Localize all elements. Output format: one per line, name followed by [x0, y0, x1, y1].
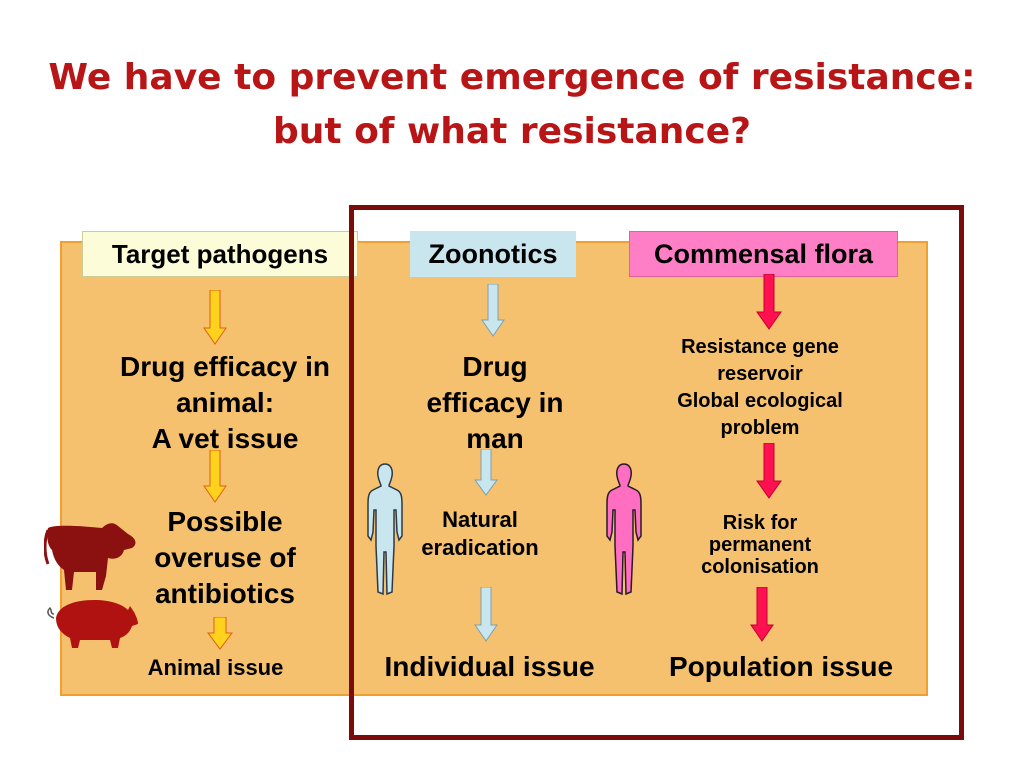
- pig-icon: [47, 600, 138, 648]
- arrow-down-icon: [756, 443, 782, 499]
- arrow-down-icon: [207, 617, 233, 650]
- target-pathogens-header: Target pathogens: [82, 231, 358, 277]
- zoonotics-step2: Natural eradication: [421, 507, 539, 560]
- highlight-frame: [349, 205, 964, 740]
- commensal-step2: Risk for permanent colonisation: [701, 512, 819, 578]
- zoonotics-header: Zoonotics: [410, 231, 576, 277]
- population-issue: Population issue: [668, 651, 894, 682]
- title-line-2: but of what resistance?: [272, 111, 752, 152]
- target-step1: Drug efficacy in animal: A vet issue: [119, 351, 331, 454]
- slide-title: We have to prevent emergence of resistan…: [0, 51, 1024, 159]
- commensal-flora-header: Commensal flora: [629, 231, 898, 277]
- cow-icon: [44, 523, 136, 590]
- title-line-1: We have to prevent emergence of resistan…: [48, 57, 976, 98]
- animal-issue: Animal issue: [147, 655, 284, 680]
- human-figure-icon: [606, 463, 642, 596]
- target-step2: Possible overuse of antibiotics: [154, 506, 296, 609]
- arrow-down-icon: [203, 290, 227, 345]
- commensal-step1: Resistance gene reservoir Global ecologi…: [677, 336, 843, 439]
- arrow-down-icon: [756, 274, 782, 330]
- arrow-down-icon: [203, 450, 227, 503]
- arrow-down-icon: [474, 449, 498, 496]
- arrow-down-icon: [474, 587, 498, 642]
- zoonotics-step1: Drug efficacy in man: [426, 351, 564, 454]
- individual-issue: Individual issue: [384, 651, 595, 682]
- arrow-down-icon: [750, 587, 774, 642]
- human-figure-icon: [367, 463, 403, 596]
- arrow-down-icon: [481, 284, 505, 337]
